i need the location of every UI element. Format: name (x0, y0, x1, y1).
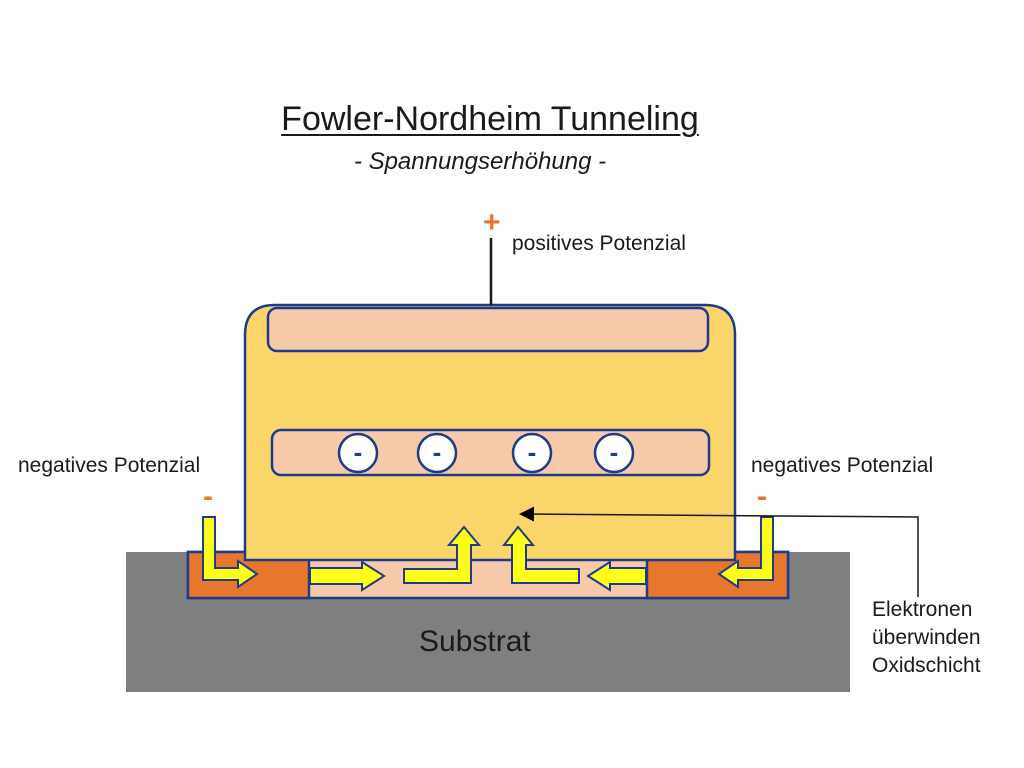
electron (511, 432, 553, 474)
electron (337, 432, 379, 474)
arrow-right-left (586, 560, 647, 592)
arrow-left-right (309, 560, 386, 592)
left-minus-sign: - (203, 480, 213, 513)
left-potential-label: negatives Potenzial (18, 454, 201, 477)
electron (416, 432, 458, 474)
arrow-right-down-left (717, 516, 774, 589)
callout-line (519, 506, 919, 597)
diagram-title: Fowler-Nordheim Tunneling (281, 100, 699, 138)
arrow-left-up (403, 525, 482, 584)
electron-sign: - (354, 437, 363, 467)
diagram-subtitle: - Spannungserhöhung - (353, 148, 607, 175)
electron-group: ---- (337, 432, 635, 474)
gate-plus-sign: + (483, 206, 501, 239)
arrow-right-up (501, 525, 580, 584)
tunneling-caption: Elektronen überwinden Oxidschicht (872, 598, 981, 677)
right-minus-sign: - (757, 480, 767, 513)
control-gate-layer (266, 306, 710, 353)
substrate-label: Substrat (419, 625, 531, 658)
electron (593, 432, 635, 474)
right-potential-label: negatives Potenzial (751, 454, 934, 477)
electron-sign: - (610, 437, 619, 467)
electron-sign: - (433, 437, 442, 467)
floating-gate-layer (270, 428, 711, 477)
gate-potential-label: positives Potenzial (512, 232, 686, 255)
electron-sign: - (528, 437, 537, 467)
arrow-left-down-right (202, 516, 259, 589)
